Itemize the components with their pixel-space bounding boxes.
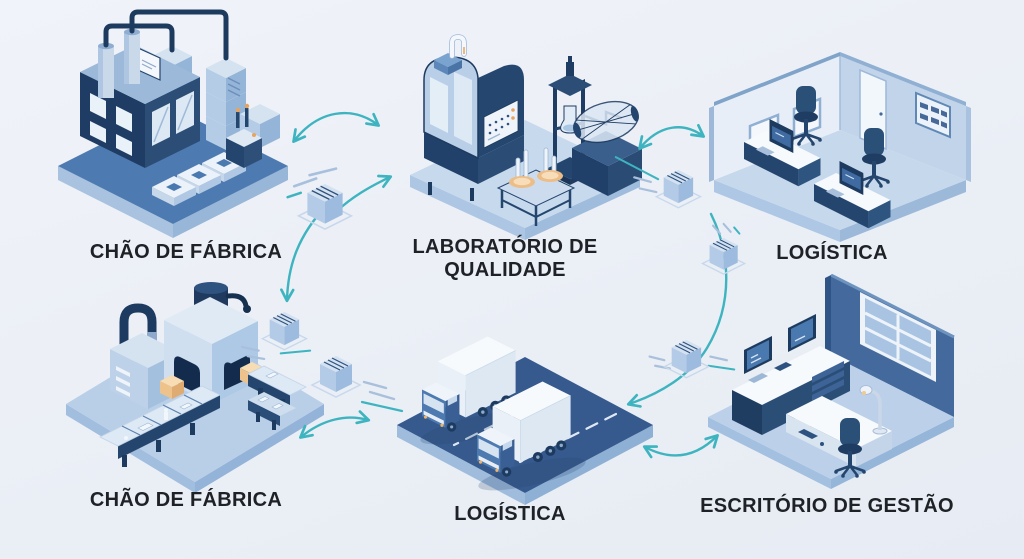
curved-pipe <box>119 303 157 349</box>
keyboard <box>798 429 818 439</box>
station-label-management: ESCRITÓRIO DE GESTÃO <box>700 495 954 517</box>
management-illustration <box>708 274 955 489</box>
station-label-logistics-trucks: LOGÍSTICA <box>454 503 566 525</box>
chimneys <box>98 28 140 98</box>
station-label-factory-bottom: CHÃO DE FÁBRICA <box>89 489 283 511</box>
back-desk <box>732 314 850 435</box>
office-illustration <box>709 52 971 242</box>
station-production-line <box>52 282 337 494</box>
box-stack <box>152 46 280 150</box>
analysis-machine <box>423 34 524 201</box>
station-label-logistics-office: LOGÍSTICA <box>776 242 888 264</box>
rotating-drum-machine <box>572 100 642 196</box>
monitor <box>788 314 816 352</box>
laboratory-illustration <box>410 34 642 240</box>
arrow-package-to-lab <box>335 174 393 213</box>
window <box>860 292 936 382</box>
station-logistics-trucks <box>392 328 657 508</box>
bulletin-board <box>915 91 951 139</box>
package-on-line <box>160 375 184 399</box>
station-factory-building <box>48 8 298 240</box>
packaging-machine <box>226 103 262 168</box>
conveyor-belt-left <box>99 385 221 467</box>
conveyor-belt-right <box>247 365 307 430</box>
pipes <box>103 9 229 61</box>
arrow-factory-lab <box>292 111 381 144</box>
station-quality-lab <box>390 30 660 242</box>
station-label-factory-top: CHÃO DE FÁBRICA <box>89 241 283 263</box>
station-management-office <box>698 274 963 489</box>
sample-table <box>496 147 576 226</box>
keyboard <box>748 373 768 383</box>
conveyor-illustration <box>66 282 324 493</box>
laptop <box>774 362 792 371</box>
monitor <box>744 336 772 374</box>
trucks-illustration <box>397 336 653 505</box>
station-logistics-office <box>702 50 977 245</box>
arch-opening <box>174 356 200 395</box>
desk-lamp <box>859 385 888 435</box>
wall <box>825 274 955 417</box>
station-label-quality-lab: LABORATÓRIO DE QUALIDADE <box>412 236 598 281</box>
arch-opening <box>224 355 250 390</box>
factory-illustration <box>58 9 288 238</box>
front-desk <box>786 385 892 467</box>
mouse <box>820 442 824 446</box>
